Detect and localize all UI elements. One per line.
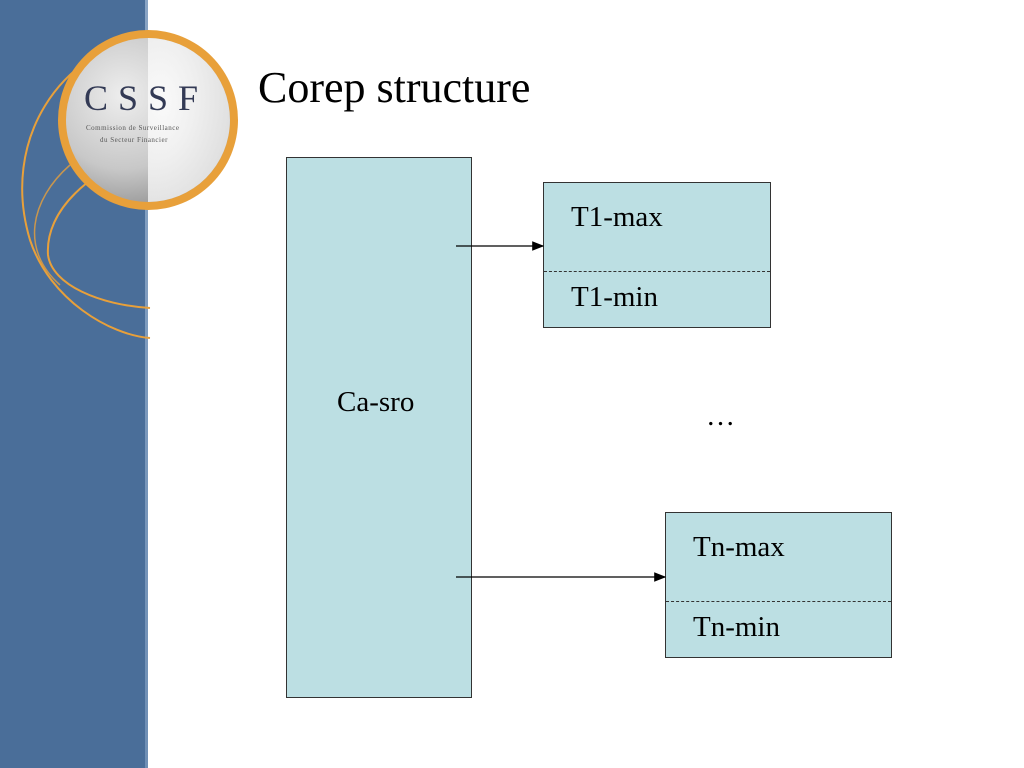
slide-title: Corep structure bbox=[258, 63, 531, 112]
logo-tagline-2: du Secteur Financier bbox=[100, 136, 168, 144]
cssf-logo: CSSF Commission de Surveillance du Secte… bbox=[21, 30, 238, 339]
logo-letters: CSSF bbox=[84, 78, 208, 118]
ellipsis: … bbox=[706, 400, 735, 432]
logo-tagline-1: Commission de Surveillance bbox=[86, 124, 180, 132]
t1-max-section: T1-max bbox=[544, 183, 770, 272]
t1-max-label: T1-max bbox=[571, 201, 663, 233]
tn-box: Tn-max Tn-min bbox=[665, 512, 892, 658]
ca-sro-label: Ca-sro bbox=[337, 386, 415, 418]
tn-max-section: Tn-max bbox=[666, 513, 891, 602]
logo-arc-small bbox=[33, 164, 71, 286]
ca-sro-box: Ca-sro bbox=[286, 157, 472, 698]
tn-min-label: Tn-min bbox=[693, 611, 780, 643]
t1-min-label: T1-min bbox=[571, 281, 658, 313]
tn-max-label: Tn-max bbox=[693, 531, 785, 563]
logo-highlight bbox=[148, 38, 230, 202]
t1-box: T1-max T1-min bbox=[543, 182, 771, 328]
